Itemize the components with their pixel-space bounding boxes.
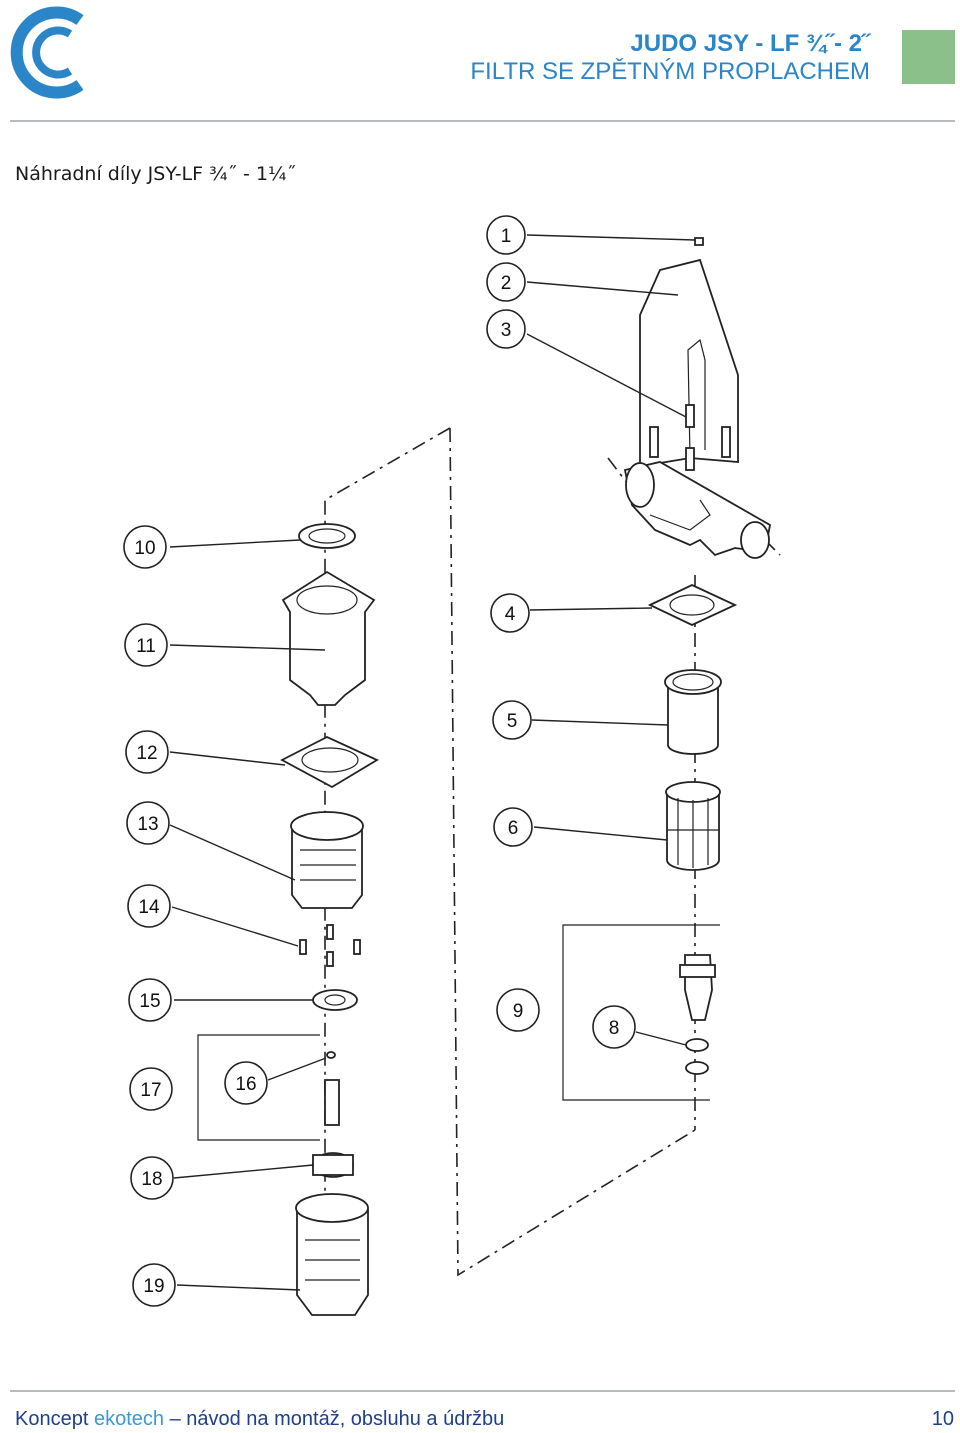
callout-label: 2	[501, 273, 512, 294]
callout-19: 19	[132, 1263, 176, 1307]
callout-label: 8	[609, 1018, 620, 1039]
page-number: 10	[931, 1408, 954, 1430]
footer-brand: ekotech	[93, 1408, 165, 1430]
callout-label: 9	[513, 1001, 524, 1022]
header-divider	[10, 120, 955, 122]
callout-12: 12	[125, 730, 169, 774]
callout-label: 17	[140, 1080, 161, 1101]
part-flange-12	[280, 735, 379, 789]
callout-3: 3	[486, 309, 526, 349]
callout-11: 11	[124, 623, 168, 667]
exploded-parts-diagram: 1 2 3 4 5 6 8 9 10 11 12 13	[123, 215, 781, 1316]
bracket-9	[562, 924, 720, 1101]
part-gasket-4	[647, 584, 738, 626]
callout-label: 13	[137, 814, 158, 835]
assembly-axis-connector	[449, 427, 696, 1277]
callout-label: 6	[508, 818, 519, 839]
part-washer-15	[312, 989, 358, 1011]
callout-13: 13	[126, 801, 170, 845]
callout-label: 12	[136, 743, 157, 764]
callout-9: 9	[496, 988, 540, 1032]
part-orings-8	[685, 1038, 709, 1075]
callout-10: 10	[123, 525, 167, 569]
callout-label: 4	[505, 604, 516, 625]
footer-text: Koncept ekotech – návod na montáž, obslu…	[15, 1408, 504, 1431]
callout-label: 18	[141, 1169, 162, 1190]
part-ring-10	[298, 523, 356, 549]
part-pipe-body	[623, 461, 772, 559]
callout-5: 5	[492, 700, 532, 740]
callout-14: 14	[127, 884, 171, 928]
callout-label: 14	[138, 897, 160, 918]
callout-label: 16	[235, 1074, 256, 1095]
section-heading: Náhradní díly JSY-LF ¾˝ - 1¼˝	[15, 163, 296, 185]
part-spindle-17	[324, 1079, 340, 1126]
part-strainer-13	[290, 811, 364, 909]
callout-18: 18	[130, 1156, 174, 1200]
company-logo	[10, 6, 84, 99]
callout-15: 15	[128, 978, 172, 1022]
callout-label: 11	[136, 636, 156, 657]
part-nozzle-16	[326, 1051, 336, 1059]
footer-suffix: – návod na montáž, obsluhu a údržbu	[164, 1408, 505, 1430]
part-valve-insert-9	[679, 954, 716, 1021]
part-screws-14	[299, 924, 361, 967]
callout-label: 3	[501, 320, 512, 341]
callout-16: 16	[224, 1061, 268, 1105]
bracket-17	[197, 1034, 320, 1141]
part-screws-3	[649, 404, 731, 471]
part-cover-hood	[639, 258, 739, 505]
callout-label: 5	[507, 711, 518, 732]
callout-6: 6	[493, 807, 533, 847]
assembly-axis-pipe	[607, 457, 641, 501]
callout-label: 10	[134, 538, 155, 559]
part-screw-1	[694, 237, 704, 246]
callout-2: 2	[486, 262, 526, 302]
part-cage-6	[665, 781, 721, 871]
part-cylinder-5	[664, 669, 722, 755]
callout-label: 19	[143, 1276, 164, 1297]
callout-8: 8	[592, 1005, 636, 1049]
callout-label: 15	[139, 991, 160, 1012]
part-housing-11	[281, 570, 376, 706]
part-nut-18	[312, 1152, 354, 1178]
document-title: JUDO JSY - LF ¾˝- 2˝ FILTR SE ZPĚTNÝM PR…	[470, 30, 870, 86]
callout-17: 17	[129, 1067, 173, 1111]
assembly-axis-left	[324, 427, 451, 1285]
accent-square	[902, 30, 955, 84]
callout-4: 4	[490, 593, 530, 633]
product-name: JUDO JSY - LF ¾˝- 2˝	[630, 30, 870, 57]
footer-divider	[10, 1390, 955, 1392]
part-strainer-19	[295, 1193, 369, 1316]
footer-prefix: Koncept	[15, 1408, 94, 1430]
callout-1: 1	[486, 215, 526, 255]
callout-label: 1	[501, 226, 512, 247]
product-description: FILTR SE ZPĚTNÝM PROPLACHEM	[470, 58, 870, 85]
